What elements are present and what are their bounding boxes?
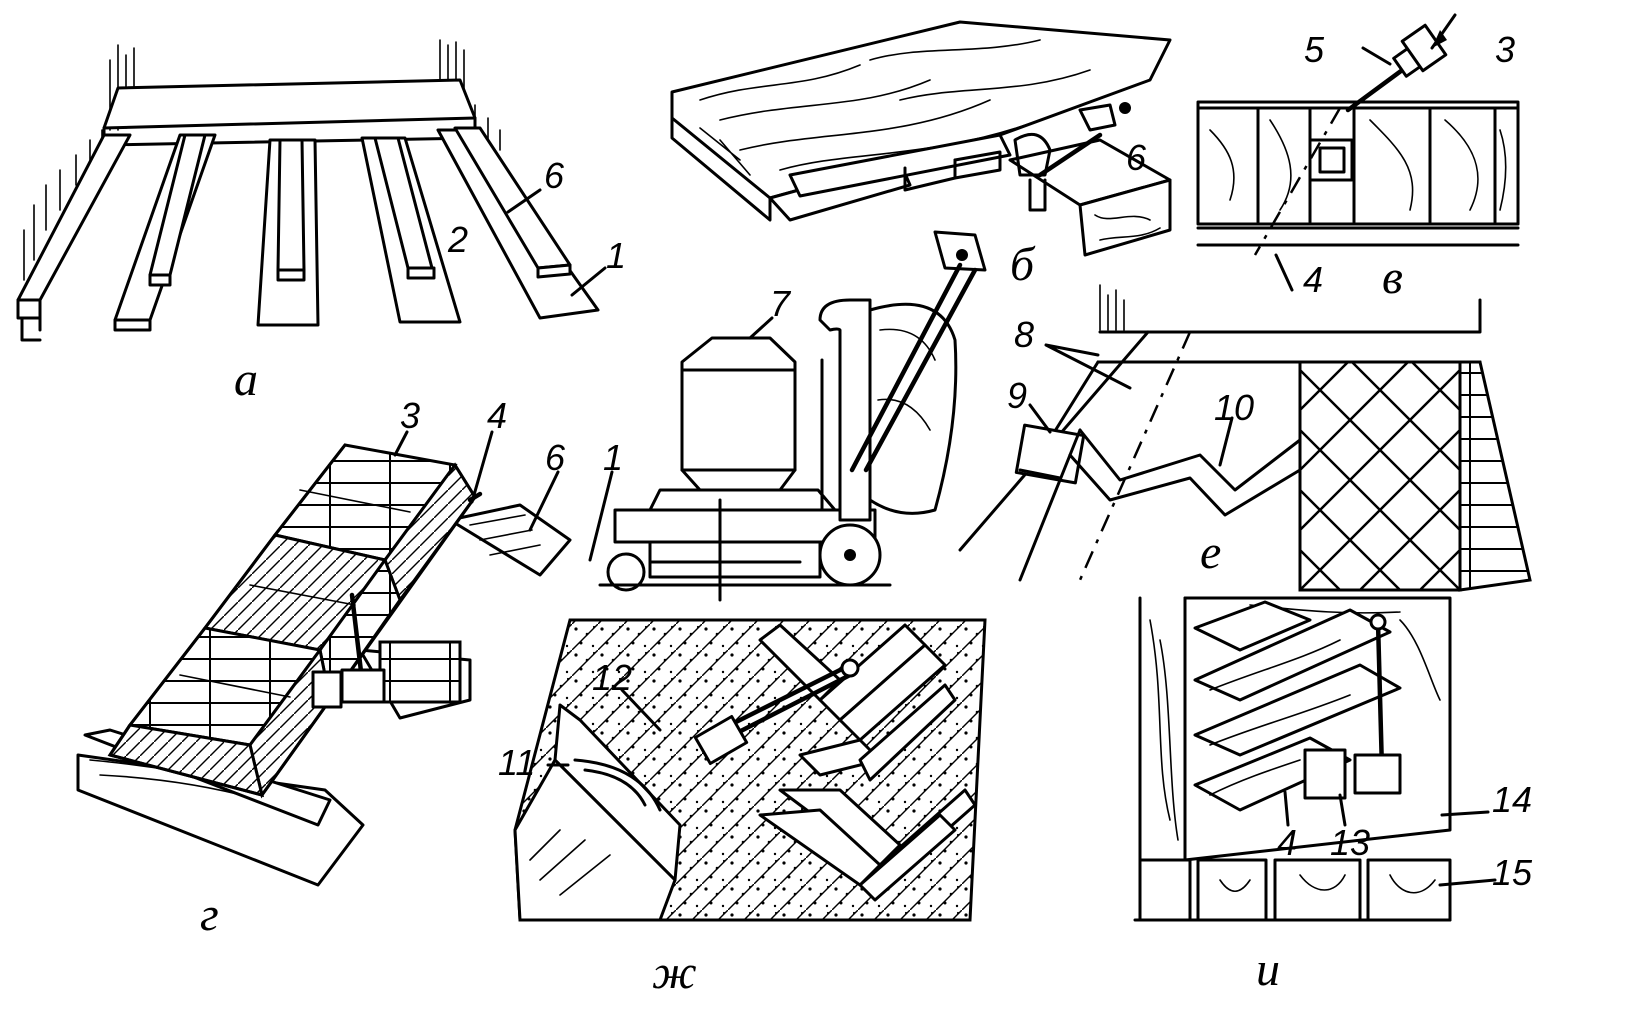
herringbone-blocks xyxy=(758,623,977,902)
callout-11: 11 xyxy=(498,742,535,783)
floor-edge xyxy=(513,758,677,922)
hammer-tool xyxy=(311,592,386,709)
callout-9: 9 xyxy=(1007,375,1027,416)
leader-line xyxy=(570,266,607,297)
leader-line xyxy=(506,188,542,214)
callout-12: 12 xyxy=(592,657,632,698)
panel-letter-e: е xyxy=(1200,526,1221,579)
joist xyxy=(113,133,217,332)
panel-letter-i: и xyxy=(1256,943,1280,996)
spatula-tool xyxy=(553,703,682,882)
callout-14: 14 xyxy=(1492,779,1532,820)
wall-hatching-top xyxy=(1099,284,1125,331)
callout-2: 2 xyxy=(447,219,468,260)
nail-gun xyxy=(1345,13,1457,113)
callout-3: 3 xyxy=(1495,29,1515,70)
board-edge xyxy=(788,133,1012,198)
wall-hatching-left xyxy=(23,44,135,281)
callout-7: 7 xyxy=(770,283,792,324)
callout-4: 4 xyxy=(487,395,507,436)
callout-10: 10 xyxy=(1214,387,1254,428)
joist xyxy=(16,133,132,342)
panel-a-joists: 6 2 1 а xyxy=(16,39,626,406)
callout-15: 15 xyxy=(1492,852,1533,893)
board-15-row xyxy=(1133,858,1452,922)
callout-3: 3 xyxy=(400,395,420,436)
parquet-strip-3 xyxy=(1196,100,1520,226)
callout-6: 6 xyxy=(544,155,565,196)
panel-b-board-nailing: 6 б xyxy=(670,20,1172,291)
hammer-tool xyxy=(1303,613,1402,800)
joist xyxy=(360,136,462,324)
herringbone-field xyxy=(1298,360,1462,592)
callout-4: 4 xyxy=(1277,822,1297,863)
panel-letter-v: в xyxy=(1382,251,1403,304)
panel-d-sanding-machine: 7 д xyxy=(598,230,987,671)
callout-4: 4 xyxy=(1303,259,1323,300)
panel-v-section: 5 3 4 в xyxy=(1196,13,1520,304)
panel-g-parquet-panels: 3 4 6 1 г xyxy=(76,395,623,941)
callout-5: 5 xyxy=(1304,29,1325,70)
panel-i-strip-parquet: 4 13 14 15 и xyxy=(1133,596,1533,996)
callout-1: 1 xyxy=(606,235,626,276)
joist xyxy=(256,138,320,327)
joist xyxy=(436,126,600,320)
parquet-panel-grid xyxy=(107,443,477,799)
panel-letter-a: а xyxy=(234,353,258,406)
panel-letter-g: г xyxy=(200,888,219,941)
callout-8: 8 xyxy=(1014,314,1034,355)
callout-13: 13 xyxy=(1330,822,1370,863)
callout-6: 6 xyxy=(1126,137,1147,178)
herringbone-edge xyxy=(1078,428,1302,492)
callout-6: 6 xyxy=(545,437,566,478)
floor-sander xyxy=(598,230,987,602)
panel-letter-b: б xyxy=(1010,238,1036,291)
callout-1: 1 xyxy=(603,437,623,478)
panel-zh-mastic-laying: 12 11 ж xyxy=(498,618,987,999)
clamp-tool xyxy=(1013,102,1131,212)
mallet-tool xyxy=(693,658,860,765)
panel-e-layout-plan: 8 9 10 е xyxy=(958,284,1532,592)
border-strips xyxy=(1458,360,1532,592)
cross-board xyxy=(102,78,477,130)
panel-letter-zh: ж xyxy=(652,946,697,999)
